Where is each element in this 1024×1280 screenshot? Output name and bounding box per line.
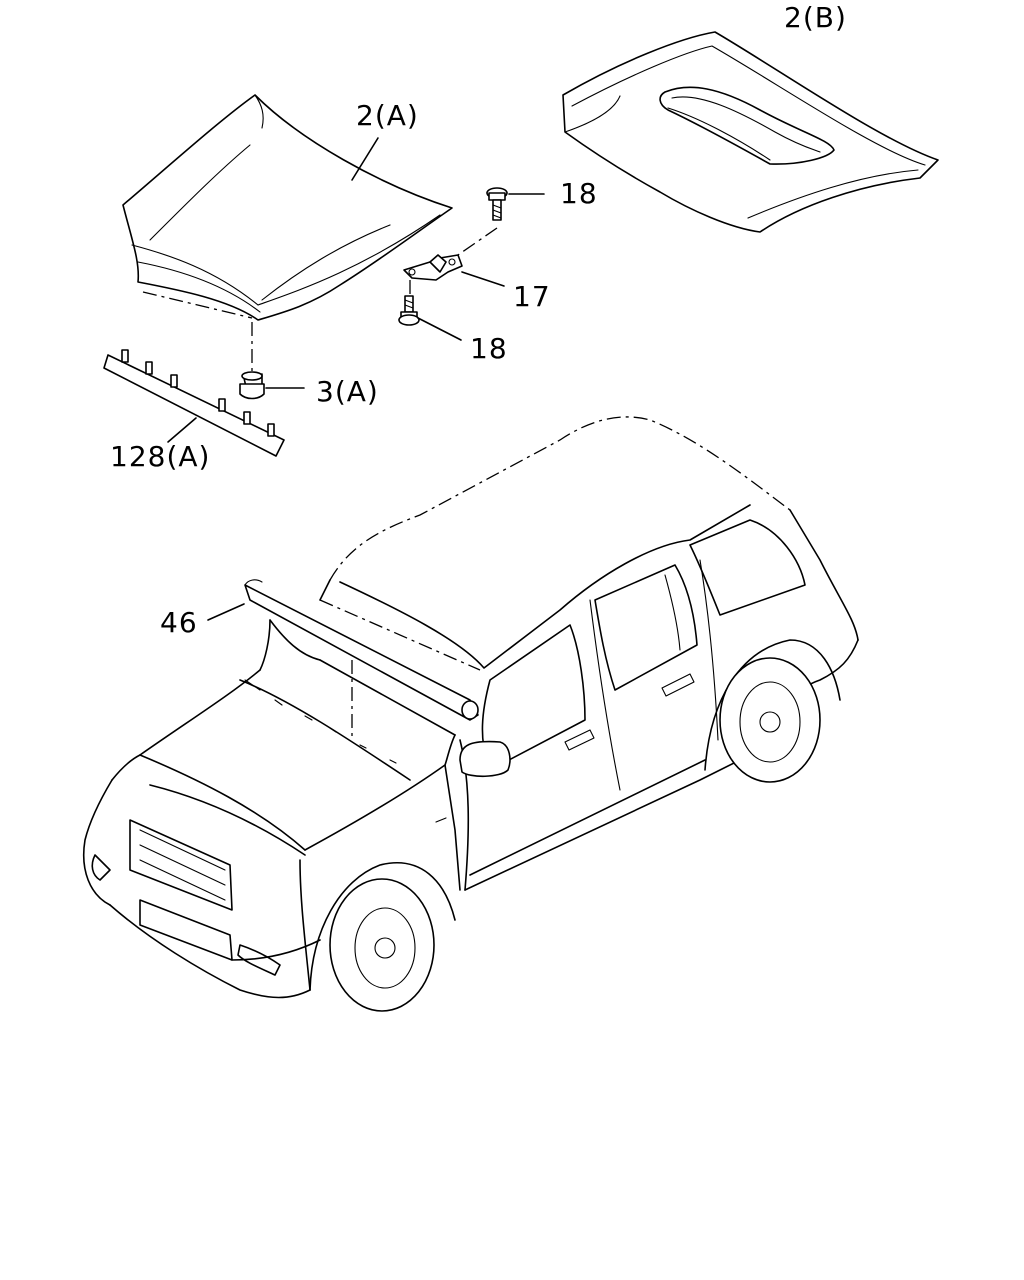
hood-bumper-part bbox=[239, 371, 265, 400]
hinge-part bbox=[403, 254, 463, 281]
hood-b-part bbox=[562, 31, 939, 233]
callout-seal-strip: 128(A) bbox=[110, 440, 210, 473]
cowl-cover-part bbox=[244, 579, 479, 721]
seal-strip-part bbox=[103, 349, 285, 457]
hood-a-part bbox=[122, 94, 453, 321]
callout-hinge: 17 bbox=[513, 280, 551, 313]
callout-hood-b: 2(B) bbox=[784, 1, 847, 34]
bolt-upper-part bbox=[486, 187, 508, 221]
callout-bumper: 3(A) bbox=[316, 375, 379, 408]
bolt-lower-part bbox=[398, 295, 420, 326]
callout-cowl-cover: 46 bbox=[160, 606, 198, 639]
vehicle-illustration bbox=[83, 416, 859, 1012]
callout-bolt-upper: 18 bbox=[560, 177, 598, 210]
callout-hood-a: 2(A) bbox=[356, 99, 419, 132]
callout-bolt-lower: 18 bbox=[470, 332, 508, 365]
